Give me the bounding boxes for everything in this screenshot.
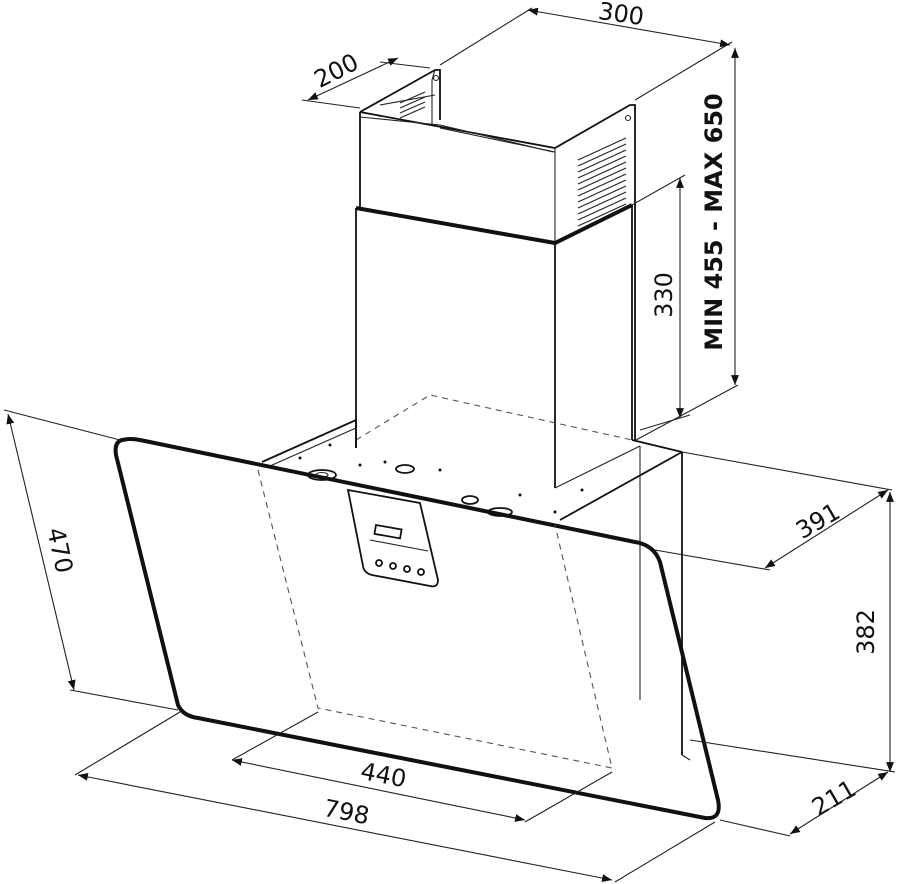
- control-panel: [346, 488, 439, 588]
- dim-hood-depth-top: 391: [791, 497, 845, 544]
- button-icon[interactable]: [403, 565, 411, 573]
- dim-chimney-height-range: MIN 455 - MAX 650: [700, 93, 728, 350]
- dim-chimney-lower: 330: [650, 272, 678, 318]
- vent-grille: [577, 137, 627, 227]
- hood-body: [261, 418, 691, 761]
- glass-panel: [113, 437, 721, 821]
- dim-glass-height: 470: [41, 525, 78, 576]
- button-icon[interactable]: [417, 568, 425, 576]
- dimension-labels: 300 200 MIN 455 - MAX 650 330 391 382 21…: [41, 0, 880, 830]
- vent-slots-top: [399, 91, 426, 119]
- dim-chimney-width: 300: [596, 0, 645, 31]
- dim-hood-height: 382: [852, 609, 880, 655]
- dim-hood-depth-bottom: 211: [807, 774, 861, 821]
- button-icon[interactable]: [389, 562, 397, 570]
- dimension-lines: [3, 7, 896, 883]
- chimney: [355, 69, 636, 488]
- button-icon[interactable]: [375, 559, 383, 567]
